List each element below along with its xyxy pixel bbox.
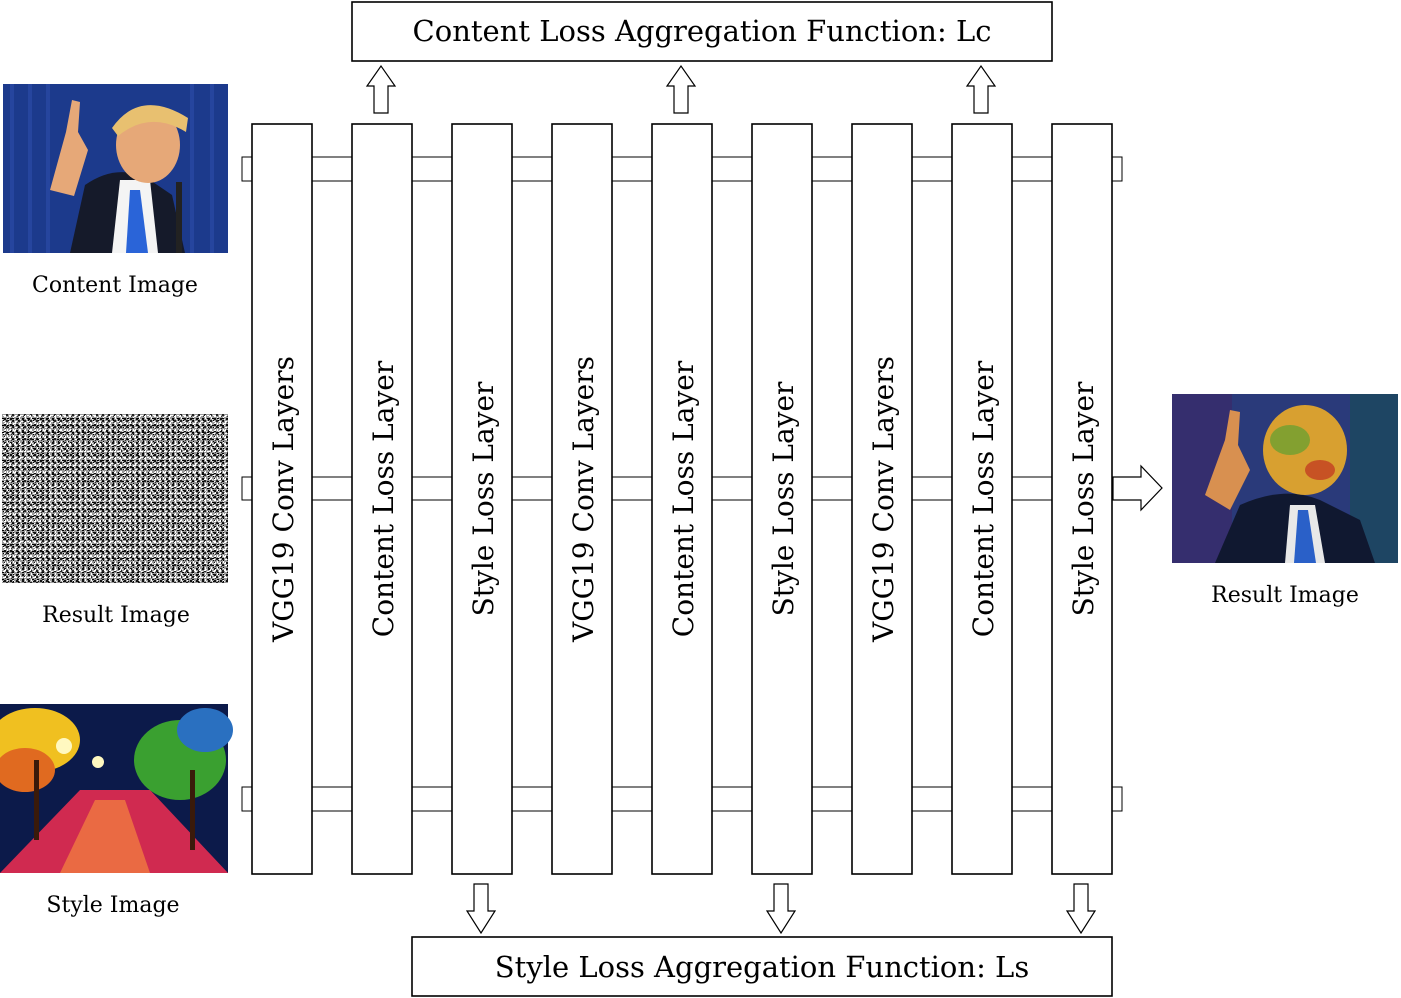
down-arrow-3: [1065, 883, 1097, 935]
content-loss-aggregator: Content Loss Aggregation Function: Lc: [351, 1, 1053, 62]
layer-style-loss-1: Style Loss Layer: [451, 123, 513, 875]
output-arrow: [1112, 464, 1163, 512]
result-output-image: [1172, 394, 1398, 563]
style-aggregator-label: Style Loss Aggregation Function: Ls: [495, 950, 1029, 984]
up-arrow-1: [365, 64, 397, 114]
up-arrow-3: [965, 64, 997, 114]
noise-image: [2, 414, 228, 583]
layer-label: Content Loss Layer: [367, 360, 400, 637]
layer-label: VGG19 Conv Layers: [567, 356, 600, 643]
content-aggregator-label: Content Loss Aggregation Function: Lc: [413, 14, 992, 48]
layer-label: VGG19 Conv Layers: [267, 356, 300, 643]
layer-content-loss-1: Content Loss Layer: [351, 123, 413, 875]
content-image: [3, 84, 228, 253]
result-image-output-label: Result Image: [1211, 583, 1359, 608]
layer-vgg19-conv-3: VGG19 Conv Layers: [851, 123, 913, 875]
style-image: [0, 704, 233, 873]
down-arrow-2: [765, 883, 797, 935]
layer-label: Content Loss Layer: [667, 360, 700, 637]
layer-label: Style Loss Layer: [767, 381, 800, 616]
layer-label: Content Loss Layer: [967, 360, 1000, 637]
content-image-label: Content Image: [32, 273, 198, 298]
style-down-arrows: [465, 883, 1097, 935]
layer-style-loss-2: Style Loss Layer: [751, 123, 813, 875]
up-arrow-2: [665, 64, 697, 114]
layer-content-loss-2: Content Loss Layer: [651, 123, 713, 875]
layer-style-loss-3: Style Loss Layer: [1051, 123, 1113, 875]
layer-label: Style Loss Layer: [1067, 381, 1100, 616]
layer-label: VGG19 Conv Layers: [867, 356, 900, 643]
layer-columns: VGG19 Conv Layers Content Loss Layer Sty…: [251, 123, 1113, 875]
result-image-input-label: Result Image: [42, 603, 190, 628]
style-loss-aggregator: Style Loss Aggregation Function: Ls: [411, 936, 1113, 997]
content-up-arrows: [365, 64, 997, 114]
style-image-label: Style Image: [46, 893, 179, 918]
layer-vgg19-conv-1: VGG19 Conv Layers: [251, 123, 313, 875]
layer-label: Style Loss Layer: [467, 381, 500, 616]
down-arrow-1: [465, 883, 497, 935]
layer-content-loss-3: Content Loss Layer: [951, 123, 1013, 875]
layer-vgg19-conv-2: VGG19 Conv Layers: [551, 123, 613, 875]
